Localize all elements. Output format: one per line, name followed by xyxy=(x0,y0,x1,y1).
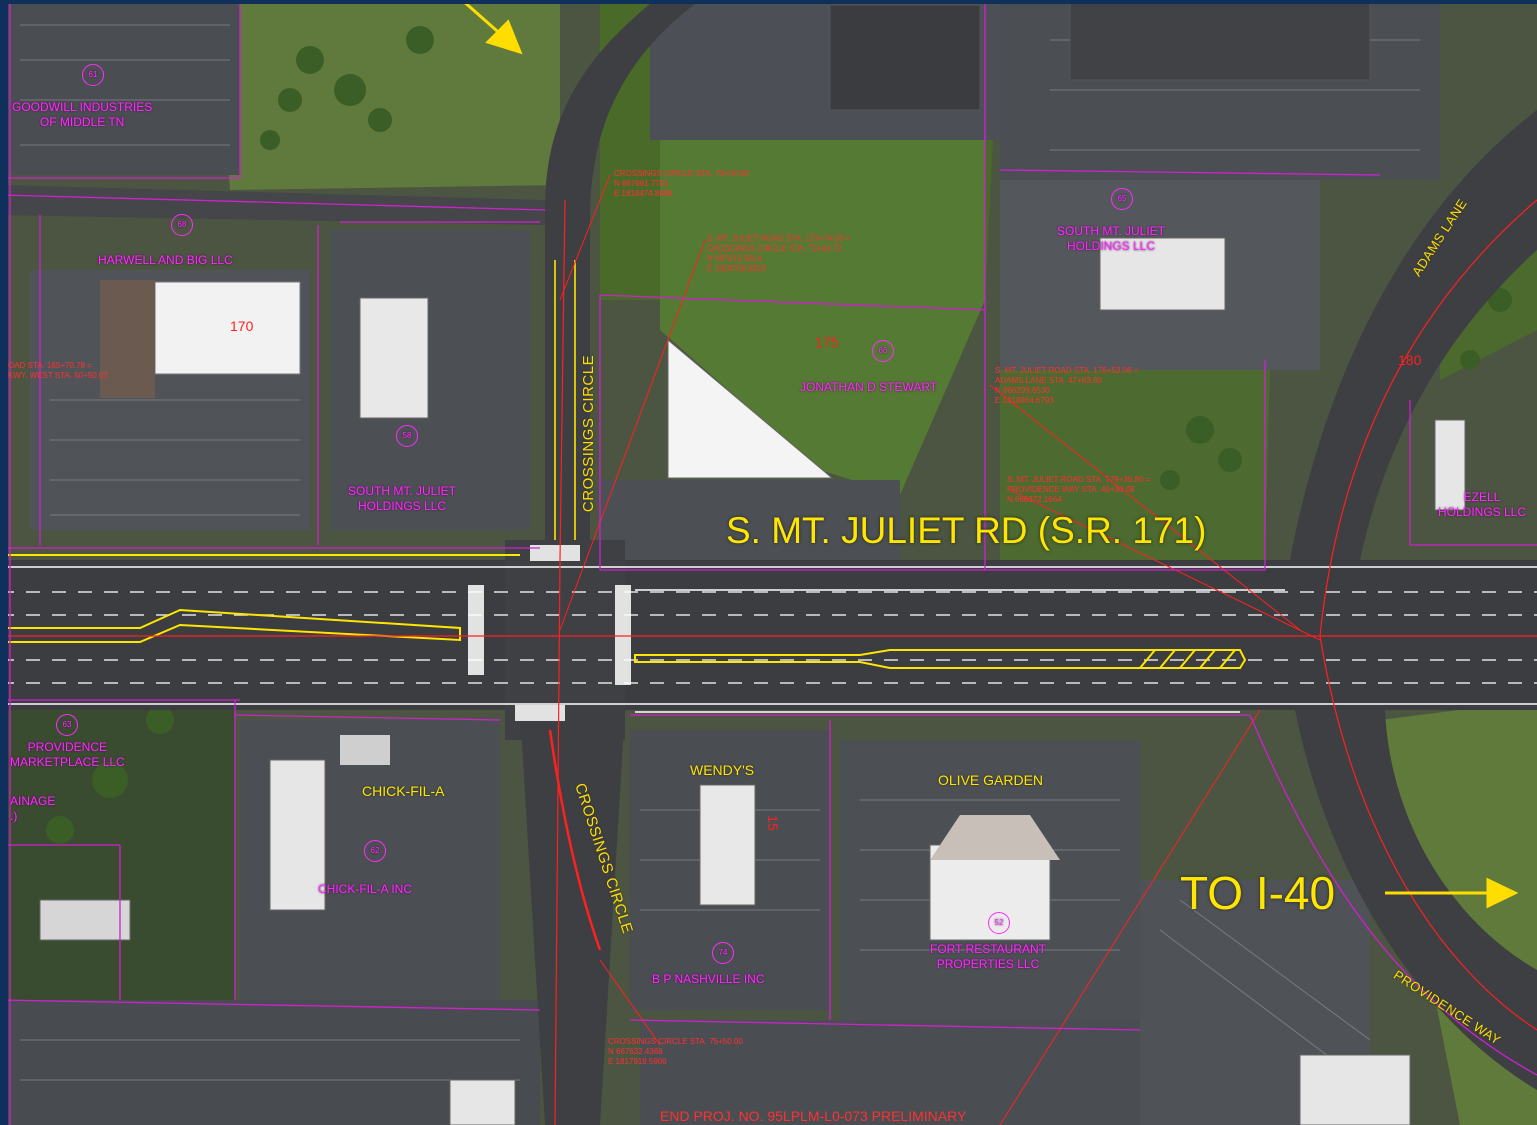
building-wendys xyxy=(699,784,756,906)
owner-label-fort: FORT RESTAURANT PROPERTIES LLC xyxy=(930,942,1047,971)
parcel-number-180: 180 xyxy=(1398,352,1422,368)
street-label-crossings-north: CROSSINGS CIRCLE xyxy=(580,354,598,513)
road-adams-lane xyxy=(1290,110,1537,560)
direction-label: TO I-40 xyxy=(1180,867,1336,919)
parcel-number-175: 175 xyxy=(815,334,839,350)
centerline-crossings xyxy=(554,199,566,1125)
median-west xyxy=(0,608,461,643)
station-label-crossings-south: CROSSINGS CIRCLE STA. 75+50.00 N 667632.… xyxy=(608,1037,743,1066)
main-road-label: S. MT. JULIET RD (S.R. 171) xyxy=(726,510,1207,551)
road-crossings-south xyxy=(520,710,625,1125)
parcel-circle-62: 62 xyxy=(364,840,386,862)
grass-area-north xyxy=(215,0,560,190)
station-label-providence: S. MT. JULIET ROAD STA. 179+35.80 = PROV… xyxy=(1007,475,1151,504)
owner-label-ezell: EZELL HOLDINGS LLC xyxy=(1438,490,1527,519)
parking-goodwill xyxy=(0,0,240,175)
building-smj-1 xyxy=(359,297,429,419)
parcel-circle-63: 63 xyxy=(56,714,78,736)
building-smj-2 xyxy=(1099,237,1226,311)
owner-label-smj-2: SOUTH MT. JULIET HOLDINGS LLC xyxy=(1057,224,1166,253)
building-170 xyxy=(154,281,301,375)
road-sr-171 xyxy=(0,560,1537,710)
parcel-circle-68: 68 xyxy=(171,214,193,236)
building-stewart xyxy=(667,338,834,479)
parcel-number-170: 170 xyxy=(230,318,254,334)
owner-label-providence-mkt: PROVIDENCE MARKETPLACE LLC xyxy=(10,740,125,769)
station-label-adams: S. MT. JULIET ROAD STA. 176+53.06 = ADAM… xyxy=(995,366,1139,405)
station-label-smj-crossings: S. MT. JULIET ROAD STA. 173+74.05 = CROS… xyxy=(707,234,851,273)
owner-label-bp: B P NASHVILLE INC xyxy=(652,972,765,986)
station-label-west: OAD STA. 165+70.78 = KWY. WEST STA. 50+5… xyxy=(8,361,108,380)
parcel-circle-61: 61 xyxy=(82,64,104,86)
building-office-1 xyxy=(829,4,981,111)
frame-top xyxy=(0,0,1537,4)
owner-label-smj-1: SOUTH MT. JULIET HOLDINGS LLC xyxy=(348,484,457,513)
owner-label-stewart: JONATHAN D STEWART xyxy=(800,380,938,394)
owner-label-chick-inc: CHICK-FIL-A INC xyxy=(318,882,413,896)
business-label-olive-garden: OLIVE GARDEN xyxy=(938,772,1044,788)
end-project-note: END PROJ. NO. 95LPLM-L0-073 PRELIMINARY xyxy=(660,1108,967,1124)
north-arrow-head xyxy=(485,19,523,55)
parcel-circle-58: 58 xyxy=(396,425,418,447)
building-chick-fil-a xyxy=(269,759,326,911)
road-crossings-north xyxy=(545,0,700,560)
parcel-circle-65: 65 xyxy=(1111,188,1133,210)
median-east xyxy=(634,649,1247,669)
owner-label-drainage: AINAGE .) xyxy=(10,794,56,823)
owner-label-goodwill: GOODWILL INDUSTRIES OF MIDDLE TN xyxy=(12,100,153,129)
building-office-2 xyxy=(1069,0,1371,81)
parcel-number-15: 15 xyxy=(764,815,781,831)
parcel-circle-74: 74 xyxy=(712,942,734,964)
parcel-circle-52: 52 xyxy=(988,912,1010,934)
road-providence-way xyxy=(1295,710,1537,1090)
owner-label-harwell: HARWELL AND BIG LLC xyxy=(98,253,233,267)
business-label-chick-fil-a: CHICK-FIL-A xyxy=(362,783,445,799)
station-label-crossings-north: CROSSINGS CIRCLE STA. 70+00.00 N 667661.… xyxy=(614,169,749,198)
i40-arrow-head xyxy=(1486,877,1519,909)
parcel-circle-66: 66 xyxy=(872,340,894,362)
business-label-wendys: WENDY'S xyxy=(690,762,755,778)
frame-left xyxy=(0,0,8,1125)
